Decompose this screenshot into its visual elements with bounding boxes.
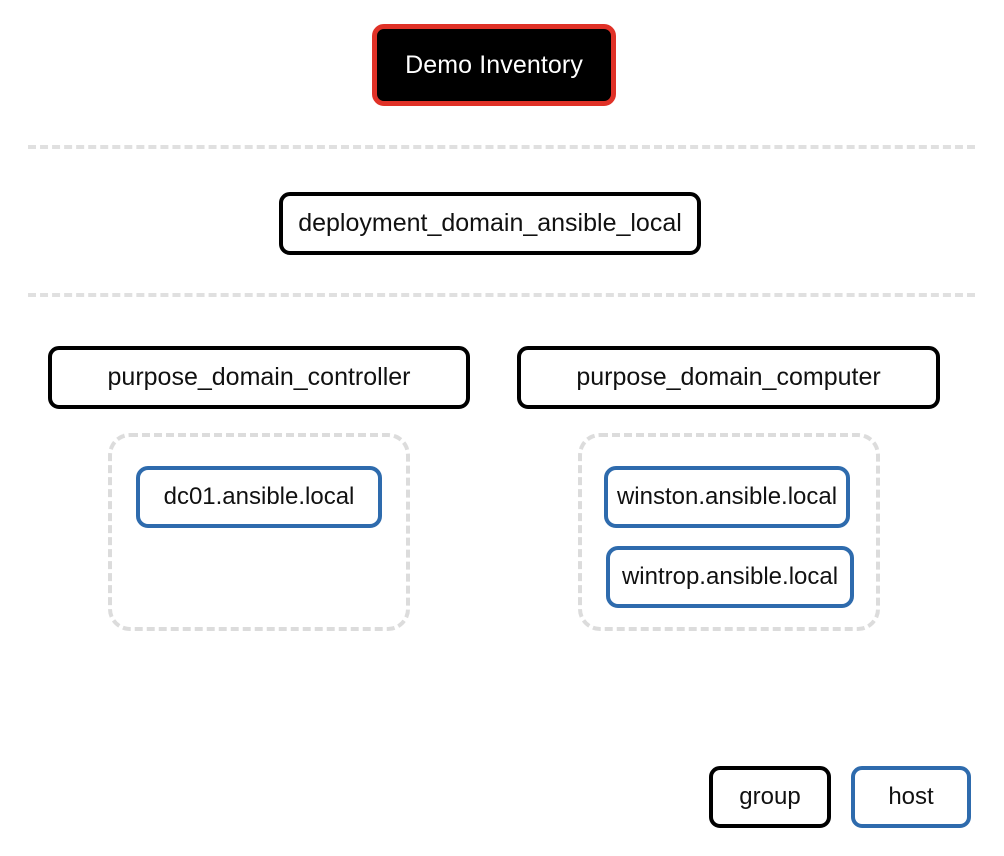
root-group-node[interactable]: Demo Inventory xyxy=(372,24,616,106)
host-node-label: winston.ansible.local xyxy=(616,483,838,510)
separator-line-2 xyxy=(28,293,975,297)
host-node-label: wintrop.ansible.local xyxy=(621,563,839,590)
legend-item-group-label: group xyxy=(739,783,801,810)
host-container-purpose-domain-controller xyxy=(108,433,410,631)
host-node-winston[interactable]: winston.ansible.local xyxy=(604,466,850,528)
group-node-label: deployment_domain_ansible_local xyxy=(298,209,682,237)
host-node-wintrop[interactable]: wintrop.ansible.local xyxy=(606,546,854,608)
legend-item-group: group xyxy=(709,766,831,828)
group-node-purpose-domain-computer[interactable]: purpose_domain_computer xyxy=(517,346,940,409)
root-group-label: Demo Inventory xyxy=(405,50,583,79)
group-node-deployment-domain[interactable]: deployment_domain_ansible_local xyxy=(279,192,701,255)
host-container-purpose-domain-computer xyxy=(578,433,880,631)
host-node-dc01[interactable]: dc01.ansible.local xyxy=(136,466,382,528)
group-node-label: purpose_domain_computer xyxy=(576,363,881,391)
legend-item-host: host xyxy=(851,766,971,828)
legend-item-host-label: host xyxy=(888,783,934,810)
group-node-label: purpose_domain_controller xyxy=(107,363,411,391)
host-node-label: dc01.ansible.local xyxy=(163,483,355,510)
separator-line-1 xyxy=(28,145,975,149)
group-node-purpose-domain-controller[interactable]: purpose_domain_controller xyxy=(48,346,470,409)
